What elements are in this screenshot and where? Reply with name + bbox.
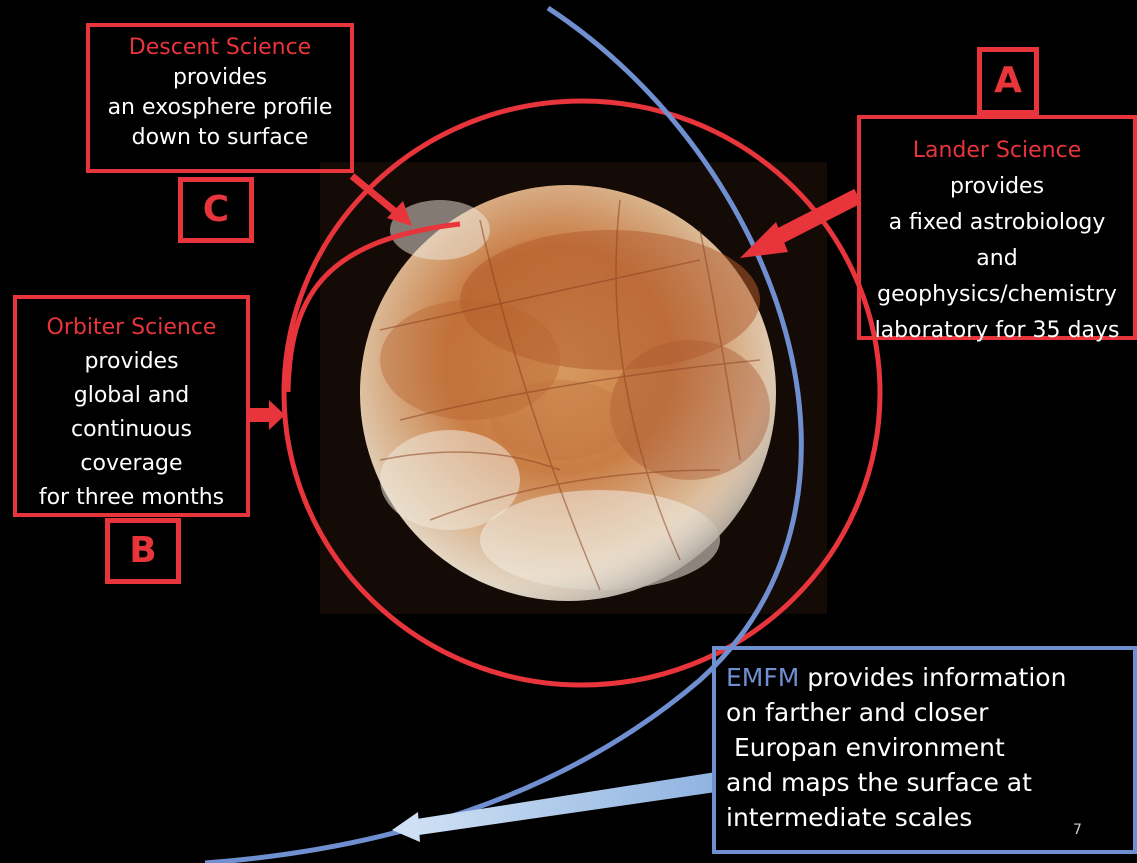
- emfm-arrow: [392, 772, 716, 842]
- emfm-line-3: Europan environment: [726, 730, 1123, 765]
- emfm-line-2: on farther and closer: [726, 695, 1123, 730]
- descent-title: Descent Science: [90, 33, 350, 63]
- orbiter-line-2: global and: [17, 379, 246, 413]
- lander-line-2: a fixed astrobiology: [861, 205, 1133, 241]
- label-a: A: [977, 47, 1039, 115]
- europa-moon: [360, 185, 776, 601]
- lander-line-5: laboratory for 35 days: [861, 313, 1133, 349]
- lander-science-box: Lander Science provides a fixed astrobio…: [857, 115, 1137, 340]
- label-b: B: [105, 518, 181, 584]
- orbiter-title: Orbiter Science: [17, 311, 246, 345]
- orbiter-line-5: for three months: [17, 481, 246, 515]
- descent-line-2: an exosphere profile: [90, 93, 350, 123]
- orbiter-line-3: continuous: [17, 413, 246, 447]
- label-c: C: [178, 177, 254, 243]
- emfm-line-4: and maps the surface at: [726, 765, 1123, 800]
- emfm-line-5: intermediate scales: [726, 800, 1123, 835]
- page-number: 7: [1073, 822, 1082, 838]
- orbiter-line-1: provides: [17, 345, 246, 379]
- emfm-highlight: EMFM: [726, 663, 799, 692]
- lander-title: Lander Science: [861, 133, 1133, 169]
- descent-line-1: provides: [90, 63, 350, 93]
- orbiter-line-4: coverage: [17, 447, 246, 481]
- lander-line-4: geophysics/chemistry: [861, 277, 1133, 313]
- lander-line-3: and: [861, 241, 1133, 277]
- orbiter-science-box: Orbiter Science provides global and cont…: [13, 295, 250, 517]
- descent-line-3: down to surface: [90, 123, 350, 153]
- descent-science-box: Descent Science provides an exosphere pr…: [86, 23, 354, 173]
- lander-line-1: provides: [861, 169, 1133, 205]
- emfm-line-1: EMFM provides information: [726, 660, 1123, 695]
- emfm-line-1-rest: provides information: [799, 663, 1066, 692]
- orbiter-arrow: [247, 400, 285, 430]
